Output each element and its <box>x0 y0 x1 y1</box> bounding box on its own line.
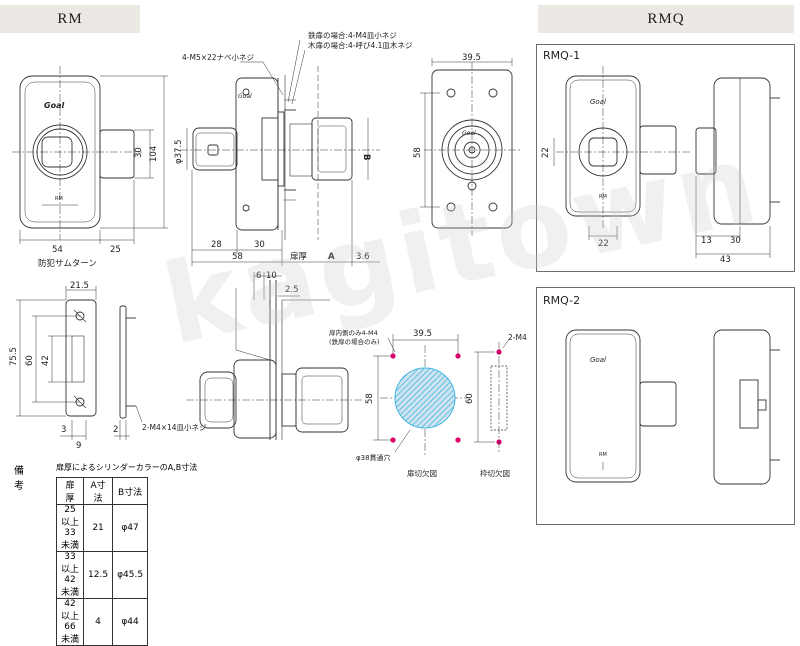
dim-60-frame: 60 <box>465 393 475 404</box>
notes-header-thickness: 扉 厚 <box>55 477 85 505</box>
cell: φ47 <box>112 504 149 552</box>
thumbturn-caption: 防犯サムターン <box>38 258 97 269</box>
dim-39-5-door: 39.5 <box>413 329 432 339</box>
notes-title: 扉厚によるシリンダーカラーのA,B寸法 <box>56 463 198 472</box>
rm-header: RM <box>0 5 140 33</box>
dim-3: 3 <box>61 425 66 435</box>
cell: 12.5 <box>83 551 114 599</box>
rmq-header: RMQ <box>538 5 794 33</box>
dim-58-back: 58 <box>413 147 423 158</box>
dim-75-5: 75.5 <box>9 347 19 366</box>
dim-3-6: 3.6 <box>356 252 370 262</box>
strike-screw-note: 2-M4×14皿小ネジ <box>142 423 207 432</box>
cell: 21 <box>83 504 114 552</box>
cell: 33以上42未満 <box>55 551 85 599</box>
dim-42: 42 <box>41 355 51 366</box>
notes-label: 備考 <box>14 466 24 492</box>
cell: 4 <box>83 598 114 646</box>
dim-21-5: 21.5 <box>70 281 89 291</box>
rm-side-view <box>180 39 380 266</box>
dim-30-side: 30 <box>254 240 265 250</box>
door-note-2: (鉄扉の場合のみ) <box>329 337 380 346</box>
dim-60-bl: 60 <box>25 355 35 366</box>
dim-2-5: 2.5 <box>285 285 299 295</box>
cell: φ45.5 <box>112 551 149 599</box>
dim-10: 10 <box>266 271 277 281</box>
notes-table: 扉 厚 A寸法 B寸法 25以上33未満 21 φ47 33以上42未満 12.… <box>55 477 149 646</box>
screw-holes <box>390 349 502 445</box>
dim-22-h: 22 <box>598 239 609 249</box>
door-thickness: 扉厚 <box>290 251 308 262</box>
dim-25: 25 <box>110 245 121 255</box>
cell: 25以上33未満 <box>55 504 85 552</box>
rm-front-view <box>12 66 168 244</box>
brand-side: Goal <box>238 93 252 100</box>
dim-22-v: 22 <box>541 147 551 158</box>
dim-39-5: 39.5 <box>462 53 481 63</box>
dim-2: 2 <box>113 425 118 435</box>
dim-28: 28 <box>211 240 222 250</box>
dim-58: 58 <box>232 252 243 262</box>
dim-b: B <box>361 154 371 160</box>
notes-header-b: B寸法 <box>112 477 149 505</box>
door-hole <box>394 367 456 429</box>
dim-58-door: 58 <box>365 393 375 404</box>
rm-label-front: RM <box>55 196 63 202</box>
table-row: 25以上33未満 21 φ47 <box>55 504 149 552</box>
rmq2-title: RMQ-2 <box>543 294 581 307</box>
dim-6: 6 <box>256 271 261 281</box>
rm-back-view <box>420 58 520 236</box>
table-row: 42以上66未満 4 φ44 <box>55 598 149 646</box>
hole-note: φ38貫通穴 <box>356 453 391 462</box>
rm-label-rmq1: RM <box>599 194 607 200</box>
dim-9: 9 <box>76 441 81 451</box>
notes-header-a: A寸法 <box>83 477 114 505</box>
brand-back: Goal <box>462 130 476 137</box>
dim-a: A <box>328 252 335 262</box>
rmq1-panel <box>536 44 795 272</box>
cell: φ44 <box>112 598 149 646</box>
dim-43: 43 <box>720 255 731 265</box>
brand-rmq1: Goal <box>590 98 606 106</box>
strike-plate-view <box>16 286 143 440</box>
wood-note: 木扉の場合:4-呼び4.1皿木ネジ <box>308 40 413 50</box>
frame-cut-caption: 枠切欠図 <box>480 468 510 478</box>
brand-rmq2: Goal <box>590 356 606 364</box>
side-screw-note: 4-M5×22ナベ小ネジ <box>182 53 255 62</box>
dim-30: 30 <box>134 147 144 158</box>
cell: 42以上66未満 <box>55 598 85 646</box>
rmq2-panel <box>536 287 795 525</box>
door-note-1: 扉内側のみ4-M4 <box>329 328 378 337</box>
rm-label-rmq2: RM <box>599 452 607 458</box>
dim-13: 13 <box>701 236 712 246</box>
drawing-canvas: Goal RM 54 25 30 104 防犯サムターン 4-M5×22ナベ小ネ… <box>9 30 780 485</box>
table-row: 33以上42未満 12.5 φ45.5 <box>55 551 149 599</box>
dim-phi37-5: φ37.5 <box>174 139 184 164</box>
installed-section-view <box>186 272 362 440</box>
door-cut-caption: 扉切欠図 <box>407 468 437 478</box>
frame-note: 2-M4 <box>508 333 527 342</box>
rmq1-drawing <box>553 66 780 258</box>
brand-front: Goal <box>44 101 64 110</box>
frame-cutout-view <box>474 337 511 452</box>
rmq1-title: RMQ-1 <box>543 49 581 62</box>
dim-30-rmq: 30 <box>730 236 741 246</box>
dim-104: 104 <box>149 146 159 162</box>
steel-note: 鉄扉の場合:4-M4皿小ネジ <box>308 30 397 40</box>
door-cutout-view <box>373 334 470 455</box>
dim-54: 54 <box>52 245 63 255</box>
rmq2-drawing <box>565 329 780 485</box>
